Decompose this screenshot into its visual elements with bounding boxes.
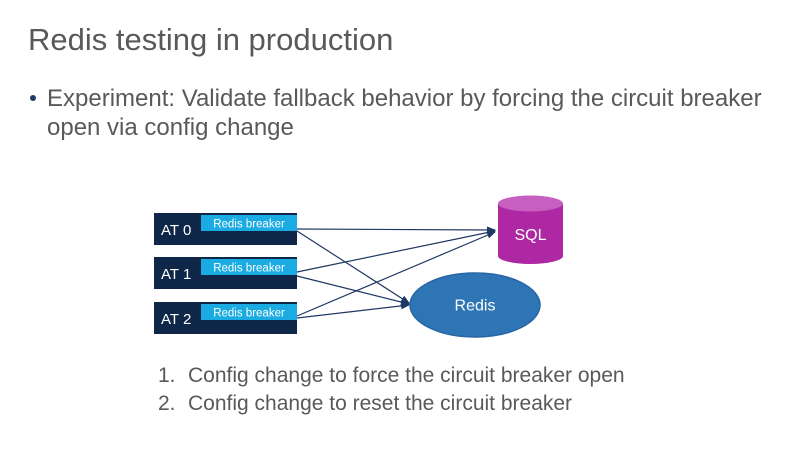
- numbered-list: 1. Config change to force the circuit br…: [158, 362, 625, 418]
- redis-breaker-label: Redis breaker: [213, 219, 285, 231]
- node-at1: AT 1 Redis breaker: [154, 257, 297, 289]
- list-item-text: Config change to reset the circuit break…: [188, 392, 573, 415]
- connector-at0-redis: [296, 230, 410, 304]
- list-item: 2. Config change to reset the circuit br…: [158, 390, 625, 418]
- list-item: 1. Config change to force the circuit br…: [158, 362, 625, 390]
- slide-title: Redis testing in production: [28, 22, 394, 57]
- redis-breaker-box: [201, 215, 297, 231]
- redis-ellipse: [409, 272, 541, 338]
- connector-at0-sql: [296, 226, 496, 234]
- redis-label: Redis: [455, 298, 496, 315]
- redis-breaker-label: Redis breaker: [213, 263, 285, 275]
- redis-breaker-label: Redis breaker: [213, 308, 285, 320]
- node-at2: AT 2 Redis breaker: [154, 302, 297, 334]
- cylinder-top: [498, 195, 563, 212]
- list-item-number: 2.: [158, 392, 176, 415]
- app-server-label: AT 2: [161, 311, 191, 328]
- list-item-text: Config change to force the circuit break…: [188, 364, 625, 387]
- node-sql-database: SQL: [498, 195, 563, 264]
- list-item-number: 1.: [158, 364, 176, 387]
- connector-at2-redis: [296, 302, 410, 319]
- redis-breaker-box: [201, 304, 297, 320]
- node-redis-cache: Redis: [409, 272, 541, 338]
- redis-breaker-box: [201, 259, 297, 275]
- connector-at2-sql: [296, 231, 496, 317]
- bullet-text: Experiment: Validate fallback behavior b…: [47, 85, 762, 141]
- app-server-label: AT 1: [161, 266, 191, 283]
- bullet-item: Experiment: Validate fallback behavior b…: [30, 84, 770, 142]
- app-server-label: AT 0: [161, 222, 191, 239]
- sql-label: SQL: [514, 227, 546, 244]
- connector-at1-redis: [296, 275, 410, 306]
- connector-at1-sql: [296, 229, 496, 273]
- bullet-dot-icon: [30, 95, 36, 101]
- node-at0: AT 0 Redis breaker: [154, 213, 297, 245]
- cylinder-body: [498, 203, 563, 256]
